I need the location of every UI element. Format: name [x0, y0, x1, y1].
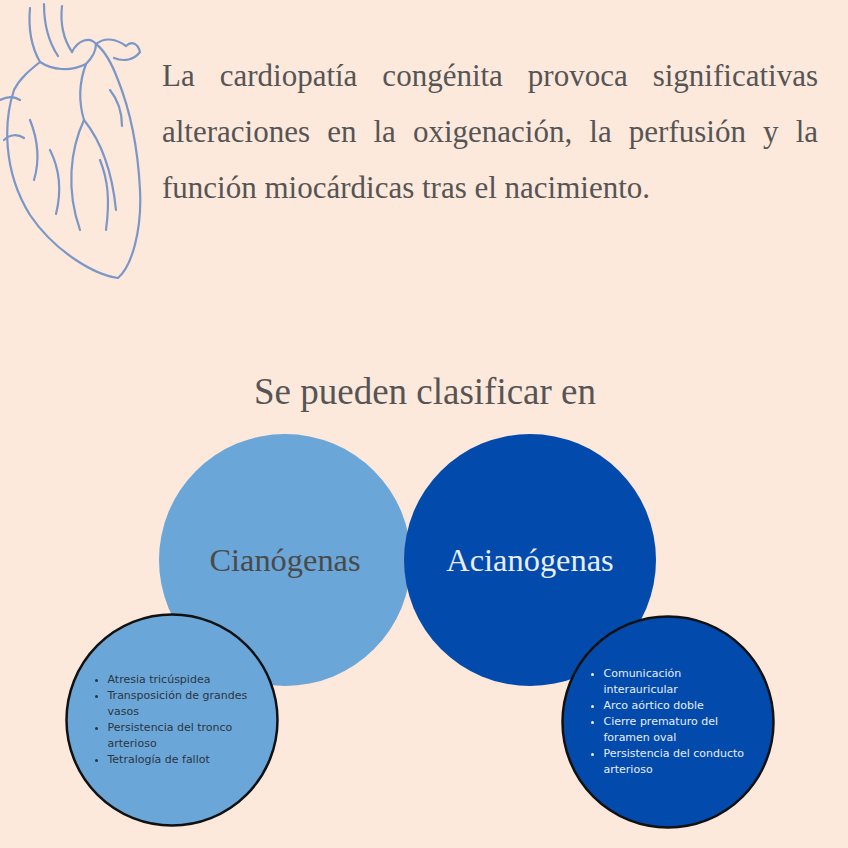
list-item: Atresia tricúspidea	[108, 672, 253, 688]
list-item: Cierre prematuro del foramen oval	[604, 714, 749, 746]
circle-content: Comunicación interauricularArco aórtico …	[588, 642, 749, 803]
circle-shape	[67, 615, 278, 826]
circle-shape	[563, 617, 774, 828]
list-circle: Comunicación interauricularArco aórtico …	[561, 615, 775, 829]
bullet-list: Comunicación interauricularArco aórtico …	[588, 666, 749, 778]
category-title: Cianógenas	[209, 542, 360, 579]
category-title: Acianógenas	[446, 542, 613, 579]
list-item: Arco aórtico doble	[604, 698, 749, 714]
list-item: Persistencia del conducto arterioso	[604, 746, 749, 778]
bullet-list: Atresia tricúspideaTransposición de gran…	[92, 672, 253, 768]
list-item: Comunicación interauricular	[604, 666, 749, 698]
circle-outline	[65, 613, 279, 827]
list-circle: Atresia tricúspideaTransposición de gran…	[65, 613, 279, 827]
subheading: Se pueden clasificar en	[150, 368, 700, 416]
intro-paragraph: La cardiopatía congénita provoca signifi…	[162, 48, 818, 216]
list-item: Persistencia del tronco arterioso	[108, 720, 253, 752]
heart-illustration	[0, 0, 160, 290]
list-item: Transposición de grandes vasos	[108, 688, 253, 720]
list-item: Tetralogía de fallot	[108, 752, 253, 768]
circle-content: Atresia tricúspideaTransposición de gran…	[92, 640, 253, 801]
